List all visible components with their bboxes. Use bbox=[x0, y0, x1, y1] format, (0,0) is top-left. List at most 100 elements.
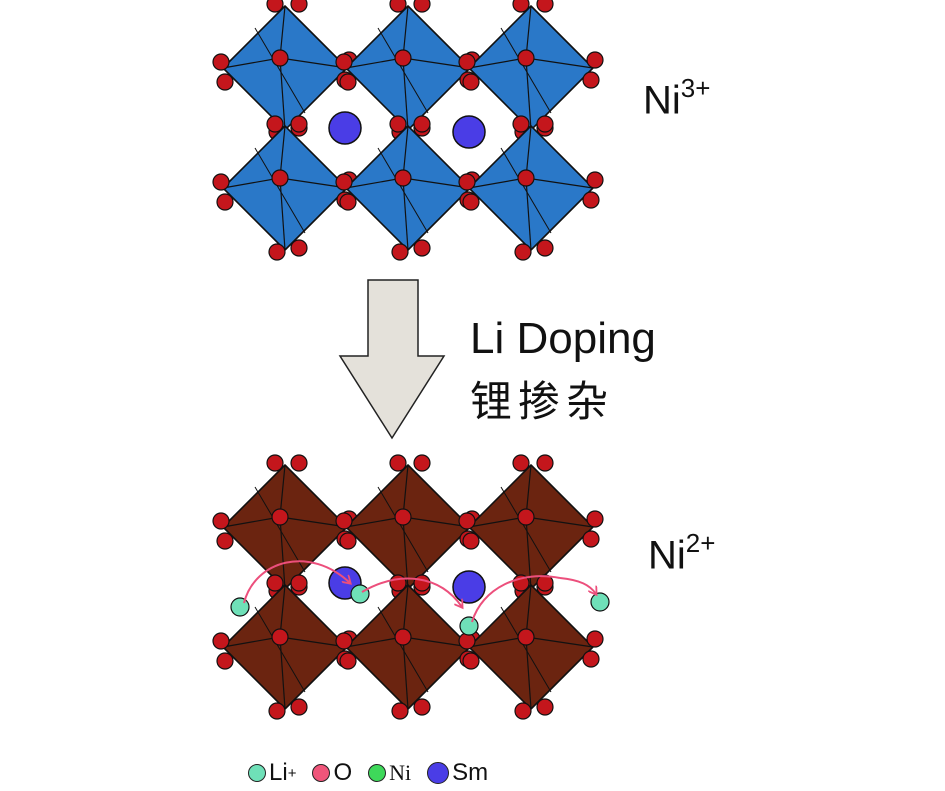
li-ion bbox=[230, 597, 250, 617]
legend-li-charge: + bbox=[287, 764, 297, 782]
octahedron-edge bbox=[525, 125, 532, 179]
oxygen-atom bbox=[536, 115, 554, 133]
oxygen-atom bbox=[266, 574, 284, 592]
octahedron-edge bbox=[345, 516, 404, 528]
octahedron-edge bbox=[279, 636, 286, 710]
octahedron-edge bbox=[279, 125, 286, 179]
oxygen-atom bbox=[389, 115, 407, 133]
oxygen-atom bbox=[290, 239, 308, 257]
li-dot-icon bbox=[248, 764, 266, 782]
oxygen-atom bbox=[271, 49, 289, 67]
legend-item-o: O bbox=[312, 759, 352, 787]
oxygen-atom bbox=[339, 73, 357, 91]
octahedron-edge bbox=[279, 177, 286, 251]
octahedron bbox=[458, 115, 604, 261]
oxygen-atom bbox=[335, 173, 353, 191]
oxygen-atom bbox=[586, 171, 604, 189]
octahedron bbox=[212, 454, 358, 600]
oxygen-atom bbox=[271, 169, 289, 187]
oxygen-atom bbox=[586, 630, 604, 648]
sm-atom bbox=[328, 111, 362, 145]
bottom-ion: Ni bbox=[648, 533, 686, 578]
octahedron bbox=[335, 454, 481, 600]
octahedron-edge bbox=[402, 584, 409, 638]
oxygen-atom bbox=[413, 239, 431, 257]
octahedron-edge bbox=[279, 464, 286, 518]
oxygen-atom bbox=[212, 173, 230, 191]
octahedron-edge bbox=[279, 516, 286, 590]
ni-dot-icon bbox=[368, 764, 387, 782]
octahedron-edge bbox=[500, 147, 552, 234]
oxygen-atom bbox=[266, 454, 284, 472]
octahedron-face bbox=[468, 125, 594, 251]
octahedron-edge bbox=[279, 636, 348, 648]
octahedron-edge bbox=[377, 27, 429, 114]
octahedron-edge bbox=[279, 5, 286, 59]
li-ion bbox=[590, 592, 610, 612]
oxygen-atom bbox=[514, 243, 532, 261]
oxygen-atom bbox=[413, 115, 431, 133]
oxygen-atom bbox=[394, 628, 412, 646]
oxygen-atom bbox=[462, 73, 480, 91]
legend-ni-symbol: Ni bbox=[389, 760, 412, 785]
octahedron-edge bbox=[254, 606, 306, 693]
octahedron-edge bbox=[254, 27, 306, 114]
sm-atom bbox=[452, 115, 486, 149]
doping-arrow bbox=[338, 279, 446, 440]
oxygen-atom bbox=[512, 454, 530, 472]
octahedron bbox=[458, 0, 604, 141]
oxygen-atom bbox=[413, 698, 431, 716]
oxygen-atom bbox=[212, 512, 230, 530]
oxygen-atom bbox=[266, 0, 284, 13]
oxygen-atom bbox=[536, 698, 554, 716]
octahedron-edge bbox=[402, 464, 409, 518]
octahedron-edge bbox=[500, 27, 552, 114]
octahedron bbox=[458, 574, 604, 720]
oxygen-atom bbox=[582, 530, 600, 548]
octahedron-face bbox=[345, 464, 471, 590]
legend-o-symbol: O bbox=[333, 759, 353, 786]
legend-item-ni: Ni bbox=[368, 760, 411, 786]
bottom-oxidation-state-label: Ni2+ bbox=[648, 528, 715, 578]
octahedron-edge bbox=[402, 177, 471, 189]
oxygen-atom bbox=[536, 0, 554, 13]
oxygen-atom bbox=[290, 0, 308, 13]
octahedron-face bbox=[222, 5, 348, 131]
oxygen-atom bbox=[514, 702, 532, 720]
octahedron-edge bbox=[402, 125, 409, 179]
oxygen-atom bbox=[512, 0, 530, 13]
octahedron-edge bbox=[345, 177, 404, 189]
oxygen-atom bbox=[586, 510, 604, 528]
octahedron bbox=[212, 574, 358, 720]
oxygen-atom bbox=[413, 0, 431, 13]
legend-li-symbol: Li bbox=[269, 759, 288, 786]
process-label-en: Li Doping bbox=[470, 314, 656, 363]
octahedron-face bbox=[345, 125, 471, 251]
octahedron-edge bbox=[525, 464, 532, 518]
oxygen-atom bbox=[290, 698, 308, 716]
oxygen-atom bbox=[458, 53, 476, 71]
oxygen-atom bbox=[536, 239, 554, 257]
oxygen-atom bbox=[462, 532, 480, 550]
octahedron-edge bbox=[468, 57, 527, 69]
process-label-zh: 锂掺杂 bbox=[470, 377, 615, 426]
oxygen-atom bbox=[582, 650, 600, 668]
oxygen-atom bbox=[413, 454, 431, 472]
oxygen-atom bbox=[335, 53, 353, 71]
oxygen-atom bbox=[290, 574, 308, 592]
oxygen-atom bbox=[339, 193, 357, 211]
oxygen-atom bbox=[389, 454, 407, 472]
oxygen-atom bbox=[536, 574, 554, 592]
octahedron-edge bbox=[279, 177, 348, 189]
oxygen-atom bbox=[394, 49, 412, 67]
octahedron bbox=[335, 0, 481, 141]
octahedron-face bbox=[468, 464, 594, 590]
oxygen-atom bbox=[394, 169, 412, 187]
oxygen-atom bbox=[335, 632, 353, 650]
octahedron-edge bbox=[402, 57, 471, 69]
oxygen-atom bbox=[268, 243, 286, 261]
octahedron-edge bbox=[402, 516, 409, 590]
octahedron-edge bbox=[525, 177, 594, 189]
octahedron-edge bbox=[468, 636, 527, 648]
li-ion bbox=[459, 616, 479, 636]
